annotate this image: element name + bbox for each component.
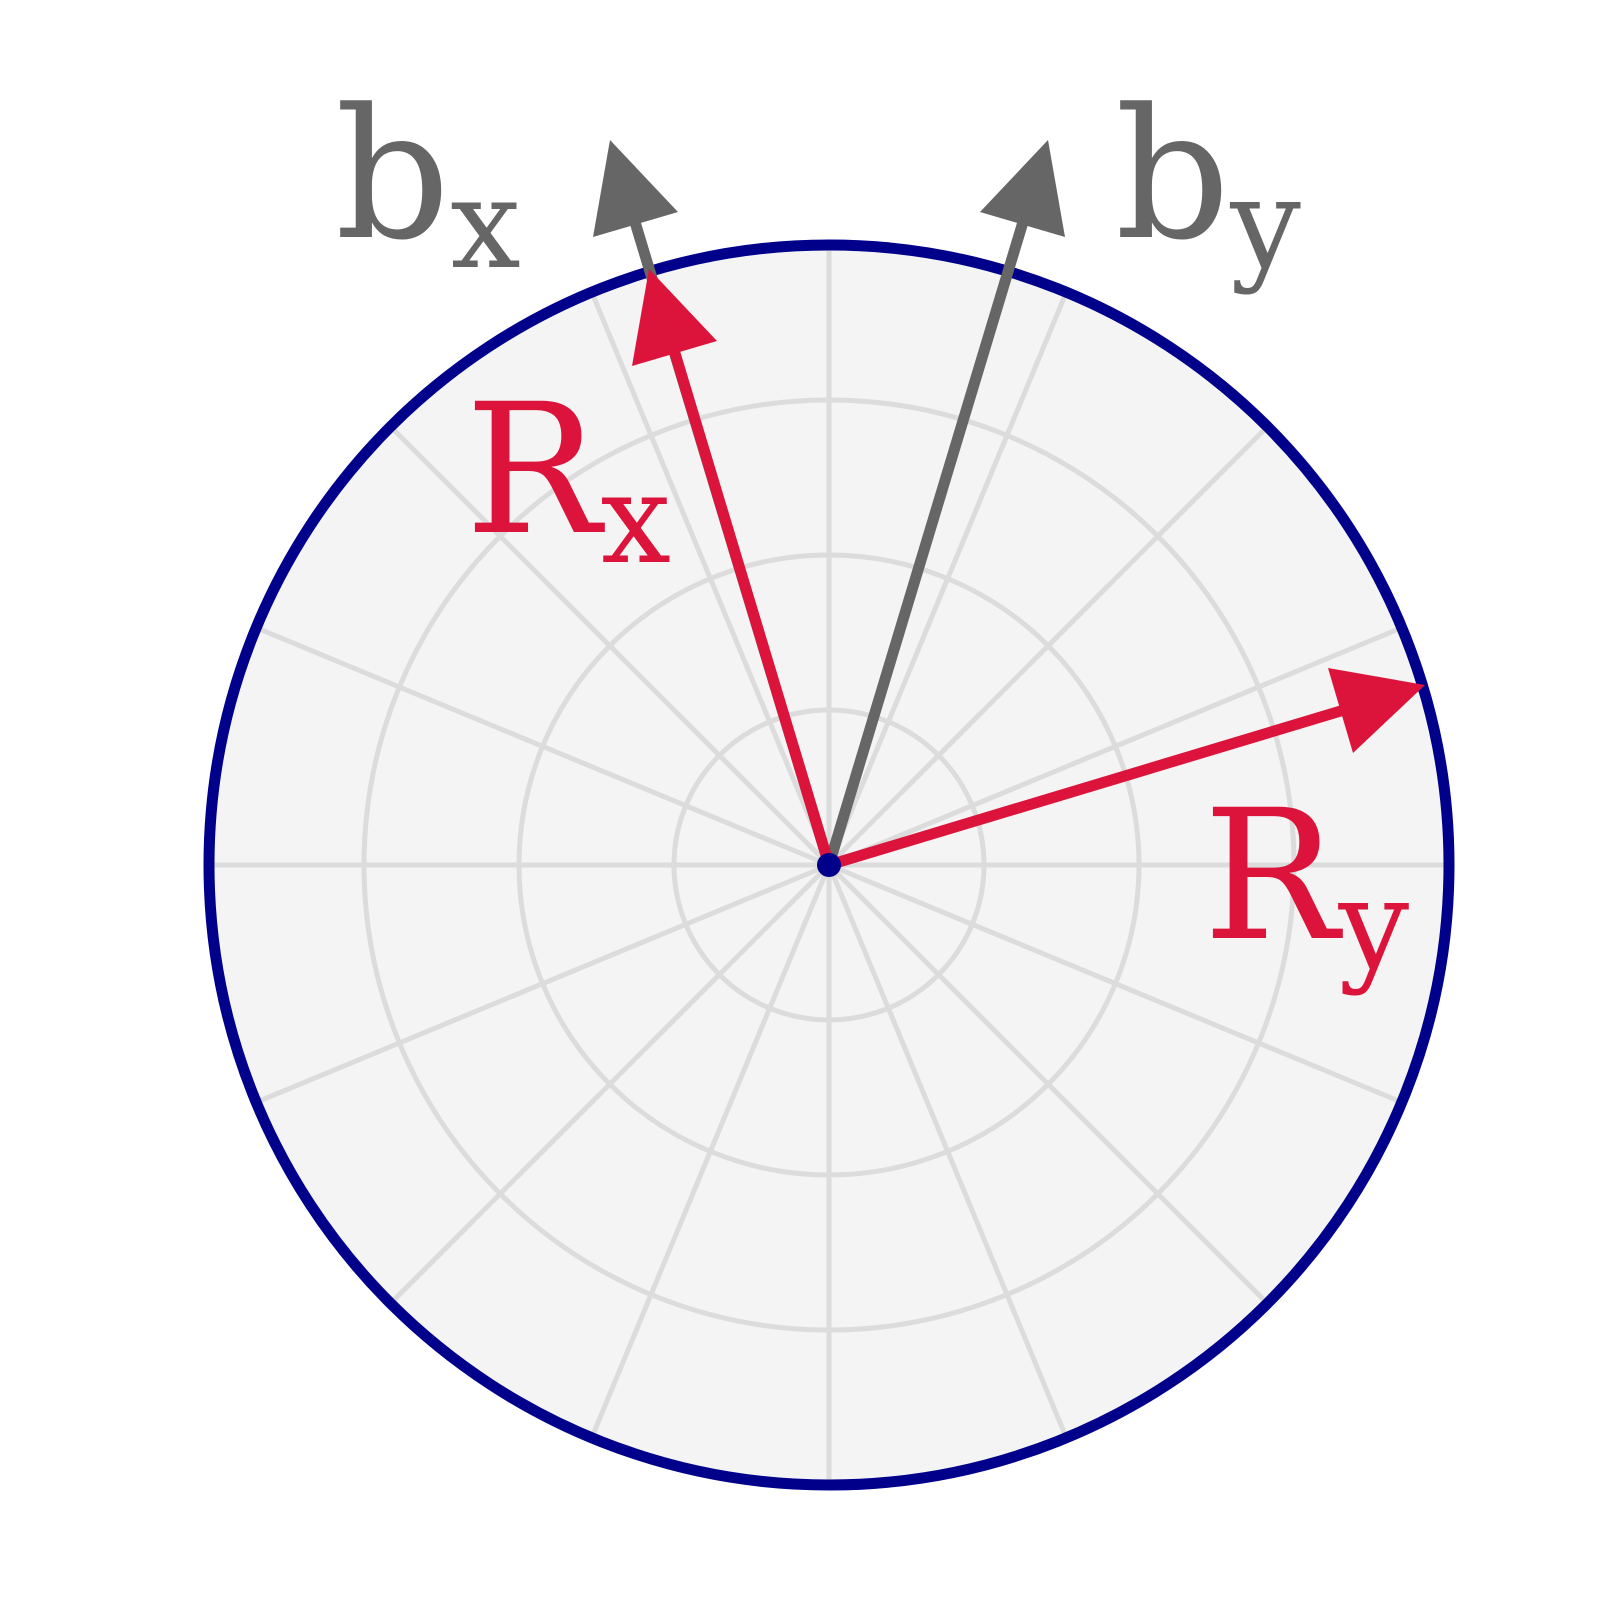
unit-circle-outline [203,239,1455,1491]
grid-spoke [589,864,832,1439]
rotated-vector-ry [827,668,1425,871]
label-by-sub: y [1229,152,1301,297]
grid-spoke [826,864,1069,1439]
label-bx: bx [335,71,521,297]
label-by: by [1115,71,1301,297]
label-ry: Ry [1203,772,1410,998]
rx-arrow-head [632,269,717,366]
basis-vector-by [823,140,1065,867]
by-arrow-shaft [823,220,1029,867]
label-ry-main: R [1203,772,1343,981]
grid-spoke [827,863,1270,1306]
label-rx-main: R [465,366,605,575]
grid-spoke [827,424,1270,867]
ry-arrow-head [1328,668,1425,753]
label-rx: Rx [465,366,671,592]
ry-arrow-shaft [827,704,1346,871]
rx-arrow-shaft [668,348,835,867]
grid-spoke [388,863,831,1306]
label-bx-sub: x [450,152,521,297]
grid-spoke [828,862,1403,1105]
label-ry-sub: y [1338,853,1410,998]
by-arrow-head [980,140,1065,237]
polar-grid [209,245,1449,1485]
grid-spoke [826,291,1069,866]
label-bx-main: b [335,71,450,280]
grid-spoke [828,625,1403,868]
grid-spoke [255,625,830,868]
grid-spoke [589,291,832,866]
label-rx-sub: x [601,447,672,592]
grid-spoke [388,424,831,867]
label-by-main: b [1115,71,1230,280]
rotated-vector-rx [632,269,835,867]
grid-spoke [255,862,830,1105]
bx-arrow-head [593,140,678,237]
origin-point [817,853,841,877]
